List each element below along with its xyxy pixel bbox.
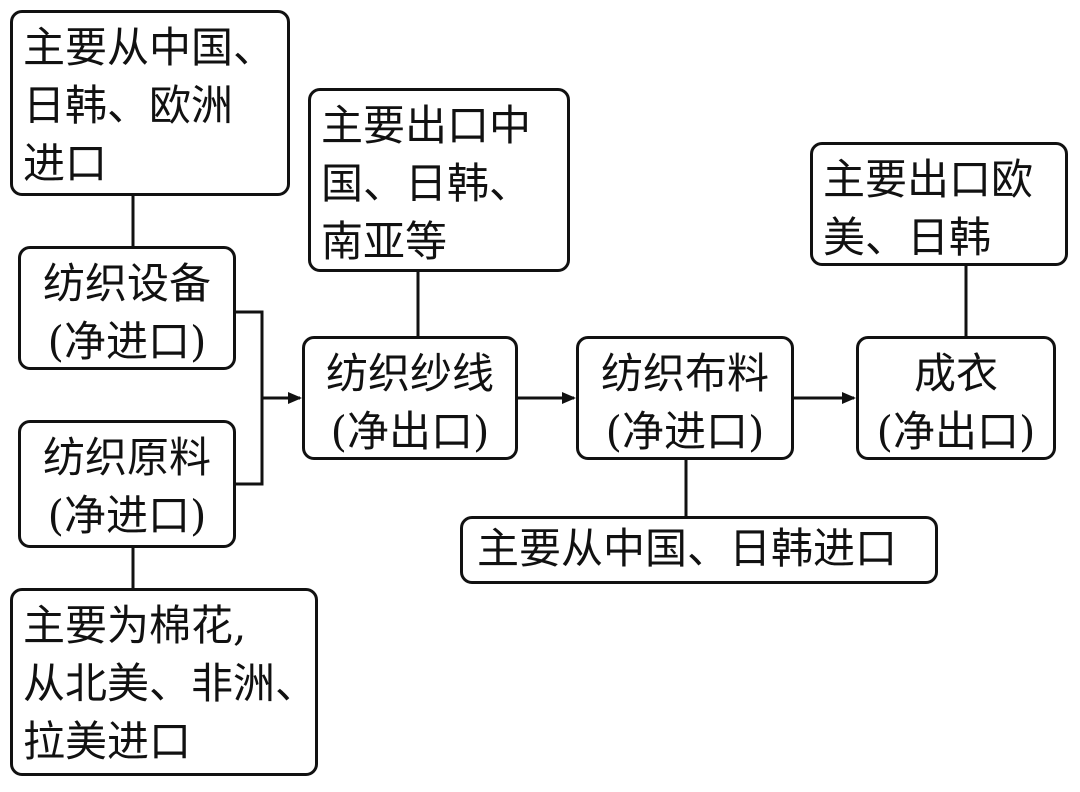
- textile-equipment-title: 纺织设备: [42, 259, 211, 308]
- textile-equipment-box: 纺织设备 (净进口): [18, 246, 236, 370]
- clothing-status: (净出口): [876, 407, 1036, 456]
- equipment-source-box: 主要从中国、 日韩、欧洲 进口: [10, 10, 290, 196]
- textile-fabric-status: (净进口): [605, 407, 765, 456]
- material-source-box: 主要为棉花, 从北美、非洲、 拉美进口: [10, 588, 318, 776]
- clothing-destination-line-1: 主要出口欧: [823, 155, 1034, 204]
- textile-yarn-status: (净出口): [330, 407, 490, 456]
- textile-fabric-title: 纺织布料: [600, 349, 769, 398]
- fabric-source-box: 主要从中国、日韩进口: [460, 516, 938, 584]
- textile-yarn-box: 纺织纱线 (净出口): [302, 336, 518, 460]
- clothing-title: 成衣: [913, 349, 998, 398]
- material-source-line-2: 从北美、非洲、: [23, 659, 318, 708]
- yarn-destination-line-2: 国、日韩、: [321, 159, 532, 208]
- material-source-line-3: 拉美进口: [23, 717, 192, 766]
- textile-fabric-box: 纺织布料 (净进口): [576, 336, 794, 460]
- textile-material-title: 纺织原料: [42, 433, 211, 482]
- material-source-line-1: 主要为棉花,: [23, 601, 247, 650]
- clothing-destination-line-2: 美、日韩: [823, 213, 992, 262]
- equipment-source-line-2: 日韩、欧洲: [23, 81, 234, 130]
- equipment-source-line-1: 主要从中国、: [23, 23, 276, 72]
- textile-yarn-title: 纺织纱线: [325, 349, 494, 398]
- clothing-destination-box: 主要出口欧 美、日韩: [810, 142, 1068, 266]
- textile-material-box: 纺织原料 (净进口): [18, 420, 236, 548]
- fabric-source-line-1: 主要从中国、日韩进口: [477, 524, 898, 573]
- yarn-destination-line-1: 主要出口中: [321, 101, 532, 150]
- textile-material-status: (净进口): [47, 491, 207, 540]
- yarn-destination-line-3: 南亚等: [321, 217, 448, 266]
- clothing-box: 成衣 (净出口): [856, 336, 1056, 460]
- connector-inputs-bracket: [236, 310, 264, 486]
- equipment-source-line-3: 进口: [23, 139, 108, 188]
- textile-equipment-status: (净进口): [47, 317, 207, 366]
- yarn-destination-box: 主要出口中 国、日韩、 南亚等: [308, 88, 570, 272]
